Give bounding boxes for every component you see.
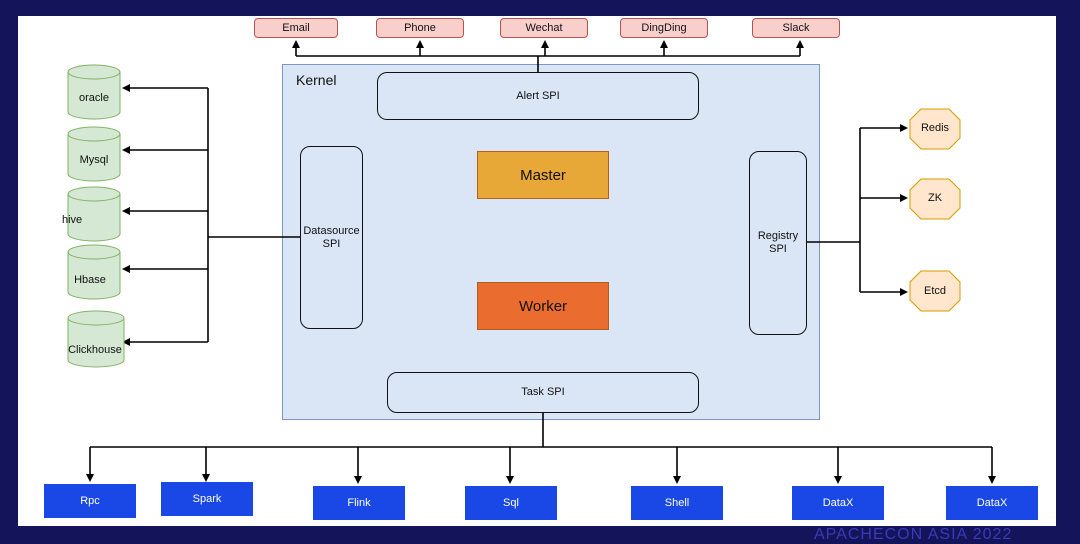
alert-channel-dingding: DingDing xyxy=(620,18,708,38)
task-type-sql: Sql xyxy=(465,486,557,520)
datasource-spi-box: Datasource SPI xyxy=(300,146,363,329)
master-node: Master xyxy=(477,151,609,199)
kernel-title: Kernel xyxy=(296,72,337,88)
datasource-spi-label: Datasource SPI xyxy=(303,224,360,250)
datasource-label-oracle: oracle xyxy=(79,92,109,104)
alert-channel-wechat: Wechat xyxy=(500,18,588,38)
registry-octagon-etcd xyxy=(909,270,961,312)
datasource-label-hbase: Hbase xyxy=(74,274,106,286)
datasource-label-clickhouse: Clickhouse xyxy=(68,344,122,356)
datasource-cylinder-clickhouse xyxy=(67,310,125,368)
task-type-rpc: Rpc xyxy=(44,484,136,518)
registry-label-redis: Redis xyxy=(920,122,950,134)
datasource-cylinder-hive xyxy=(67,186,121,242)
task-type-flink: Flink xyxy=(313,486,405,520)
registry-label-etcd: Etcd xyxy=(923,285,946,297)
datasource-label-hive: hive xyxy=(62,214,83,226)
registry-spi-label: Registry SPI xyxy=(757,230,799,255)
datasource-cylinder-oracle xyxy=(67,64,121,120)
registry-spi-box: Registry SPI xyxy=(749,151,807,335)
alert-channel-slack: Slack xyxy=(752,18,840,38)
alert-channel-phone: Phone xyxy=(376,18,464,38)
alert-spi-label: Alert SPI xyxy=(516,89,560,102)
registry-octagon-zk xyxy=(909,178,961,220)
task-type-datax: DataX xyxy=(792,486,884,520)
registry-label-zk: ZK xyxy=(927,192,943,204)
task-spi-label: Task SPI xyxy=(521,386,565,399)
task-spi-box: Task SPI xyxy=(387,372,699,413)
registry-octagon-redis xyxy=(909,108,961,150)
task-type-spark: Spark xyxy=(161,482,253,516)
datasource-cylinder-mysql xyxy=(67,126,121,182)
conference-watermark: APACHECON ASIA 2022 xyxy=(814,526,1013,543)
alert-channel-email: Email xyxy=(254,18,338,38)
datasource-label-mysql: Mysql xyxy=(79,154,109,166)
task-type-shell: Shell xyxy=(631,486,723,520)
task-type-datax-2: DataX xyxy=(946,486,1038,520)
alert-spi-box: Alert SPI xyxy=(377,72,699,120)
kernel-container xyxy=(282,64,820,420)
worker-node: Worker xyxy=(477,282,609,330)
datasource-cylinder-hbase xyxy=(67,244,121,300)
